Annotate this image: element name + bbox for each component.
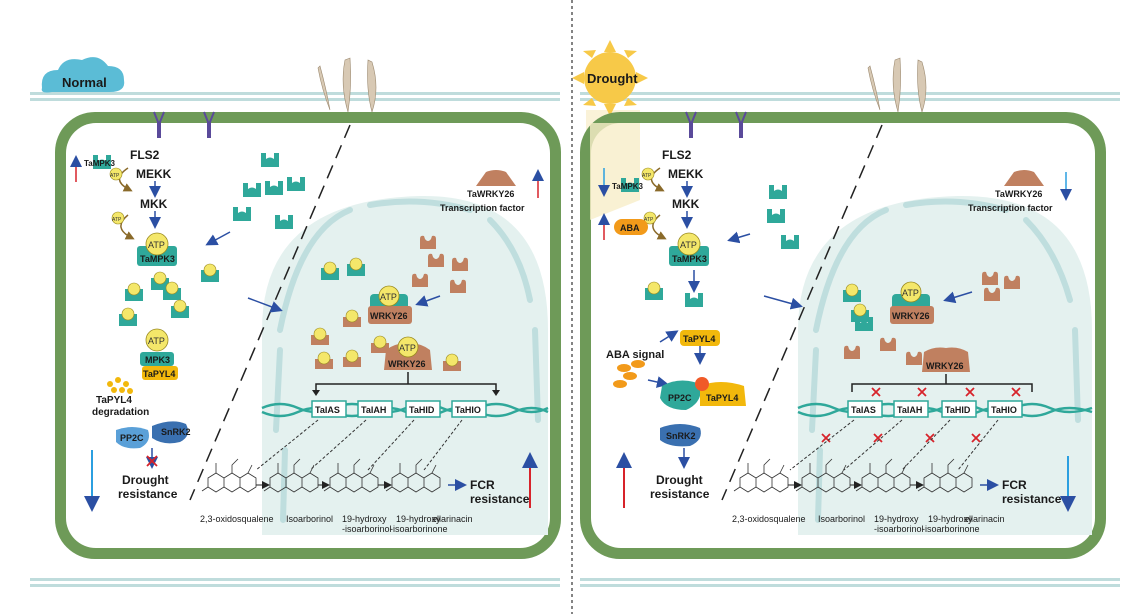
- svg-text:ATP: ATP: [148, 336, 165, 346]
- svg-text:resistance: resistance: [1002, 492, 1062, 506]
- svg-text:-isoarborinone: -isoarborinone: [922, 524, 980, 534]
- svg-text:Drought: Drought: [122, 473, 169, 487]
- blocked-markers: [821, 387, 1021, 443]
- svg-text:resistance: resistance: [650, 487, 710, 501]
- svg-text:WRKY26: WRKY26: [892, 311, 930, 321]
- svg-text:TaPYL4: TaPYL4: [706, 393, 738, 403]
- svg-text:19-hydroxy: 19-hydroxy: [396, 514, 441, 524]
- svg-text:Transcription factor: Transcription factor: [968, 203, 1053, 213]
- panel-drought: Drought FLS2 MEKK MKK ATP ATP TaMP: [572, 40, 1120, 587]
- svg-text:ABA: ABA: [620, 223, 640, 233]
- svg-text:ATP: ATP: [902, 288, 919, 298]
- svg-text:TaIAS: TaIAS: [315, 405, 340, 415]
- svg-text:degradation: degradation: [92, 407, 149, 418]
- svg-text:PP2C: PP2C: [668, 393, 692, 403]
- panel-normal: Normal FLS2 MEKK MKK ATP ATP: [30, 57, 561, 587]
- svg-text:-isoarborinol: -isoarborinol: [874, 524, 924, 534]
- svg-text:Isoarborinol: Isoarborinol: [286, 514, 333, 524]
- svg-text:2,3-oxidosqualene: 2,3-oxidosqualene: [200, 514, 274, 524]
- svg-text:TaPYL4: TaPYL4: [143, 369, 175, 379]
- svg-text:TaHIO: TaHIO: [455, 405, 481, 415]
- svg-text:TaPYL4: TaPYL4: [683, 334, 715, 344]
- svg-text:Transcription factor: Transcription factor: [440, 203, 525, 213]
- svg-text:Drought: Drought: [656, 473, 703, 487]
- svg-text:PP2C: PP2C: [120, 433, 144, 443]
- svg-text:WRKY26: WRKY26: [370, 311, 408, 321]
- svg-text:ATP: ATP: [642, 173, 652, 179]
- svg-text:SnRK2: SnRK2: [666, 431, 696, 441]
- svg-text:TaHID: TaHID: [945, 405, 971, 415]
- degradation-dots: [107, 377, 133, 394]
- svg-text:resistance: resistance: [470, 492, 530, 506]
- svg-text:ATP: ATP: [399, 343, 416, 353]
- svg-text:SnRK2: SnRK2: [161, 427, 191, 437]
- mkk-label: MKK: [140, 197, 168, 211]
- svg-text:WRKY26: WRKY26: [388, 359, 426, 369]
- svg-text:ABA signal: ABA signal: [606, 349, 664, 361]
- normal-label: Normal: [62, 75, 107, 90]
- svg-text:ATP: ATP: [644, 217, 654, 223]
- svg-text:-isoarborinol: -isoarborinol: [342, 524, 392, 534]
- fls2-label: FLS2: [130, 148, 160, 162]
- svg-text:19-hydroxy: 19-hydroxy: [874, 514, 919, 524]
- svg-text:TaHID: TaHID: [409, 405, 435, 415]
- svg-text:MPK3: MPK3: [145, 355, 170, 365]
- svg-text:MKK: MKK: [672, 197, 700, 211]
- sun-icon: [572, 40, 648, 116]
- svg-text:TaIAH: TaIAH: [361, 405, 386, 415]
- svg-text:TaMPK3: TaMPK3: [612, 182, 644, 191]
- svg-text:ATP: ATP: [148, 240, 165, 250]
- svg-text:2,3-oxidosqualene: 2,3-oxidosqualene: [732, 514, 806, 524]
- svg-text:Isoarborinol: Isoarborinol: [818, 514, 865, 524]
- svg-text:FLS2: FLS2: [662, 148, 692, 162]
- svg-text:TaMPK3: TaMPK3: [84, 159, 116, 168]
- svg-text:ellarinacin: ellarinacin: [432, 514, 473, 524]
- svg-text:TaHIO: TaHIO: [991, 405, 1017, 415]
- svg-text:TaWRKY26: TaWRKY26: [467, 189, 514, 199]
- svg-text:ATP: ATP: [110, 173, 120, 179]
- svg-text:MEKK: MEKK: [668, 167, 704, 181]
- fls2-receptor-icon: [153, 111, 215, 138]
- svg-text:TaIAH: TaIAH: [897, 405, 922, 415]
- svg-text:TaPYL4: TaPYL4: [96, 395, 132, 406]
- svg-text:19-hydroxy: 19-hydroxy: [342, 514, 387, 524]
- aba-signal-dots: [613, 360, 645, 388]
- svg-text:19-hydroxy: 19-hydroxy: [928, 514, 973, 524]
- svg-text:WRKY26: WRKY26: [926, 361, 964, 371]
- svg-text:ATP: ATP: [680, 240, 697, 250]
- svg-text:TaIAS: TaIAS: [851, 405, 876, 415]
- mekk-label: MEKK: [136, 167, 172, 181]
- svg-text:-isoarborinone: -isoarborinone: [390, 524, 448, 534]
- svg-text:TaMPK3: TaMPK3: [140, 254, 175, 264]
- svg-text:FCR: FCR: [1002, 478, 1027, 492]
- svg-text:ellarinacin: ellarinacin: [964, 514, 1005, 524]
- svg-text:FCR: FCR: [470, 478, 495, 492]
- drought-label: Drought: [587, 71, 638, 86]
- svg-text:TaWRKY26: TaWRKY26: [995, 189, 1042, 199]
- svg-text:TaMPK3: TaMPK3: [672, 254, 707, 264]
- cloud-icon: [41, 57, 125, 93]
- svg-text:ATP: ATP: [112, 217, 122, 223]
- svg-text:ATP: ATP: [380, 292, 397, 302]
- svg-text:resistance: resistance: [118, 487, 178, 501]
